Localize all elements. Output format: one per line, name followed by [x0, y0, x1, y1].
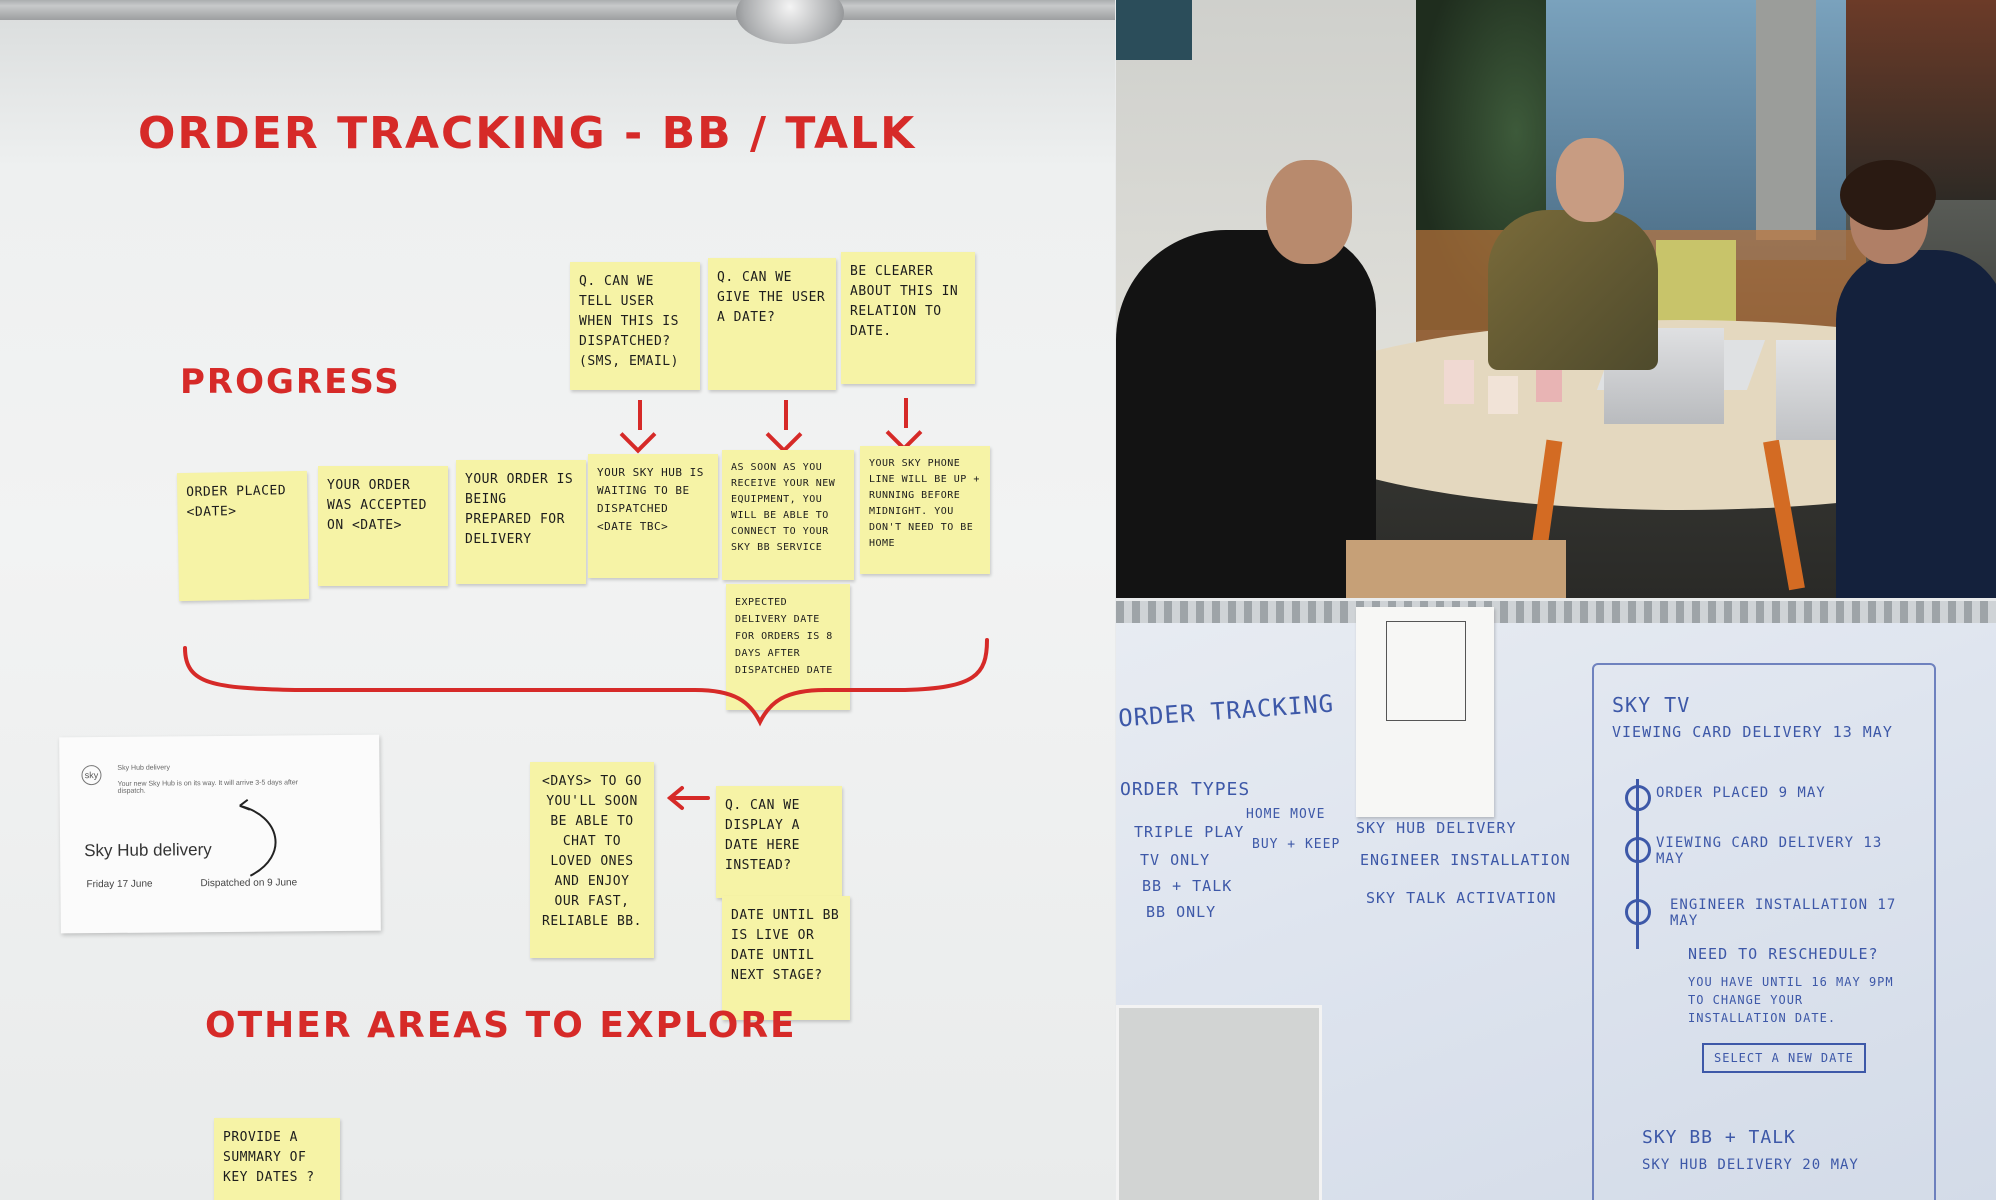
question-note-clearer: BE CLEARER ABOUT THIS IN RELATION TO DAT… [841, 252, 975, 384]
order-type: BB ONLY [1146, 903, 1217, 921]
progress-note-5: AS SOON AS YOU RECEIVE YOUR NEW EQUIPMEN… [722, 450, 854, 580]
order-types-heading: ORDER TYPES [1120, 779, 1251, 800]
reschedule-text: YOU HAVE UNTIL 16 MAY 9PM TO CHANGE YOUR… [1688, 975, 1894, 1025]
paper-wireframe [1386, 621, 1466, 721]
window [1116, 0, 1192, 60]
person-right [1836, 250, 1996, 598]
extra-type: HOME MOVE [1246, 807, 1326, 822]
person-middle-head [1556, 138, 1624, 222]
pinned-printout [1116, 1005, 1322, 1200]
coffee-cup [1444, 360, 1474, 404]
order-type: TV ONLY [1140, 851, 1211, 869]
team-meeting-photo [1116, 0, 1996, 598]
reschedule-question: NEED TO RESCHEDULE? [1688, 945, 1879, 963]
question-note-dispatch: Q. CAN WE TELL USER WHEN THIS IS DISPATC… [570, 262, 700, 390]
mockup-line2: Your new Sky Hub is on its way. It will … [117, 779, 299, 795]
concrete-pillar [1756, 0, 1816, 240]
card-sub1: VIEWING CARD DELIVERY 13 MAY [1612, 723, 1893, 741]
arrow-left-icon [666, 786, 710, 810]
mockup-heading: Sky Hub delivery [84, 840, 212, 861]
ceiling-grille [1116, 601, 1996, 623]
coffee-cup [1488, 376, 1518, 414]
order-type: TRIPLE PLAY [1134, 823, 1245, 841]
mockup-date: Friday 17 June [86, 878, 153, 891]
days-to-go-note: <DAYS> TO GO YOU'LL SOON BE ABLE TO CHAT… [530, 762, 654, 958]
extra-type: BUY + KEEP [1252, 837, 1341, 852]
summary-note: PROVIDE A SUMMARY OF KEY DATES ? [214, 1118, 340, 1200]
timeline-step: ENGINEER INSTALLATION 17 MAY [1670, 897, 1897, 929]
ceiling-pipe [0, 0, 1115, 20]
drawn-card-frame [1592, 663, 1936, 1200]
timeline-step: VIEWING CARD DELIVERY 13 MAY [1656, 835, 1883, 867]
date-until-note: DATE UNTIL BB IS LIVE OR DATE UNTIL NEXT… [722, 896, 850, 1020]
pinned-sketch-paper [1356, 607, 1494, 817]
person-left-head [1266, 160, 1352, 264]
pipe-joint [736, 0, 844, 44]
sky-logo: sky [81, 765, 102, 786]
timeline-line [1636, 779, 1639, 949]
whiteboard-photo: ORDER TRACKING - BB / TALK PROGRESS Q. C… [0, 0, 1115, 1200]
timeline-step: ORDER PLACED 9 MAY [1656, 785, 1826, 801]
event-item: SKY TALK ACTIVATION [1366, 889, 1557, 907]
person-left [1116, 230, 1376, 598]
wooden-stool [1346, 540, 1566, 598]
progress-note-6: YOUR SKY PHONE LINE WILL BE UP + RUNNING… [860, 446, 990, 574]
progress-heading: PROGRESS [180, 362, 401, 402]
timeline-dot [1625, 837, 1651, 863]
card-sub2: SKY HUB DELIVERY 20 MAY [1642, 1157, 1859, 1173]
timeline-dot [1625, 899, 1651, 925]
board-title: ORDER TRACKING - BB / TALK [138, 108, 917, 159]
printed-mockup: sky Sky Hub delivery Your new Sky Hub is… [59, 734, 381, 934]
sketch-title: ORDER TRACKING [1117, 689, 1336, 733]
progress-note-2: YOUR ORDER WAS ACCEPTED ON <DATE> [318, 466, 448, 586]
select-new-date-button[interactable]: SELECT A NEW DATE [1702, 1043, 1866, 1073]
progress-note-1: ORDER PLACED <DATE> [176, 470, 310, 602]
card-section2: SKY BB + TALK [1642, 1127, 1796, 1148]
sketch-whiteboard-photo: ORDER TRACKING ORDER TYPES TRIPLE PLAY T… [1116, 601, 1996, 1200]
timeline-dot [1625, 785, 1651, 811]
event-item: ENGINEER INSTALLATION [1360, 851, 1571, 869]
brace-shape [183, 638, 989, 727]
progress-note-4: YOUR SKY HUB IS WAITING TO BE DISPATCHED… [588, 454, 718, 578]
card-section1: SKY TV [1612, 693, 1691, 717]
person-middle [1488, 210, 1658, 370]
person-right-hair [1840, 160, 1936, 230]
order-type: BB + TALK [1142, 877, 1233, 895]
display-date-note: Q. CAN WE DISPLAY A DATE HERE INSTEAD? [716, 786, 842, 898]
yellow-poster [1656, 240, 1736, 330]
other-areas-heading: OTHER AREAS TO EXPLORE [205, 1005, 797, 1046]
mockup-line1: Sky Hub delivery [117, 764, 170, 772]
hand-drawn-arrow [239, 798, 277, 877]
event-item: SKY HUB DELIVERY [1356, 819, 1517, 837]
question-note-date: Q. CAN WE GIVE THE USER A DATE? [708, 258, 836, 390]
progress-note-3: YOUR ORDER IS BEING PREPARED FOR DELIVER… [456, 460, 586, 584]
